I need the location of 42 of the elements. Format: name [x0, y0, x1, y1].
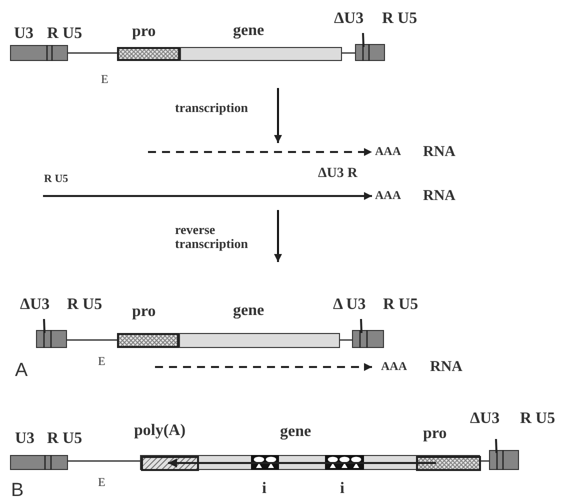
- polya-tail-label: AAA: [375, 189, 401, 202]
- segment-label: ΔU3: [334, 11, 364, 27]
- segment-label: R U5: [47, 26, 82, 42]
- segment-label: R U5: [47, 431, 82, 447]
- transcript-arrow: [168, 458, 436, 468]
- segment-label: U3: [15, 431, 35, 447]
- intron-label: i: [262, 480, 266, 498]
- segment-label: pro: [132, 24, 156, 40]
- segment-label: R U5: [67, 297, 102, 313]
- dna-line: [68, 460, 140, 462]
- segment-label: ΔU3: [470, 411, 500, 427]
- process-label: reverse transcription: [175, 223, 249, 252]
- process-label: transcription: [175, 101, 248, 116]
- segment-label: R U5: [44, 173, 68, 186]
- polya-tail-label: AAA: [375, 145, 401, 158]
- dna-line: [68, 52, 117, 54]
- panel-label: A: [15, 361, 28, 382]
- panel-label: B: [11, 481, 24, 501]
- segment-label: R U5: [382, 11, 418, 27]
- dna-line: [67, 339, 117, 341]
- polya-tail-label: AAA: [381, 360, 407, 374]
- segment-label: R U5: [520, 411, 556, 427]
- segment-label: poly(A): [134, 423, 186, 439]
- segment-label: gene: [280, 424, 312, 440]
- segment-label: ΔU3: [20, 297, 50, 313]
- dna-line: [342, 52, 355, 54]
- enhancer-label: E: [101, 73, 108, 86]
- segment-label: gene: [233, 23, 264, 39]
- segment-label: pro: [423, 426, 447, 442]
- segment-label: U3: [14, 26, 34, 42]
- enhancer-label: E: [98, 355, 106, 368]
- molecule-label: RNA: [423, 144, 456, 160]
- segment-label: pro: [132, 304, 156, 320]
- molecule-label: RNA: [423, 188, 456, 204]
- dna-line: [340, 339, 352, 341]
- molecule-label: RNA: [430, 359, 462, 376]
- enhancer-label: E: [98, 476, 106, 490]
- segment-label: ΔU3 R: [318, 166, 358, 182]
- segment-label: Δ U3: [333, 297, 366, 313]
- intron-label: i: [340, 480, 344, 498]
- segment-label: R U5: [383, 297, 418, 313]
- segment-label: gene: [233, 303, 264, 319]
